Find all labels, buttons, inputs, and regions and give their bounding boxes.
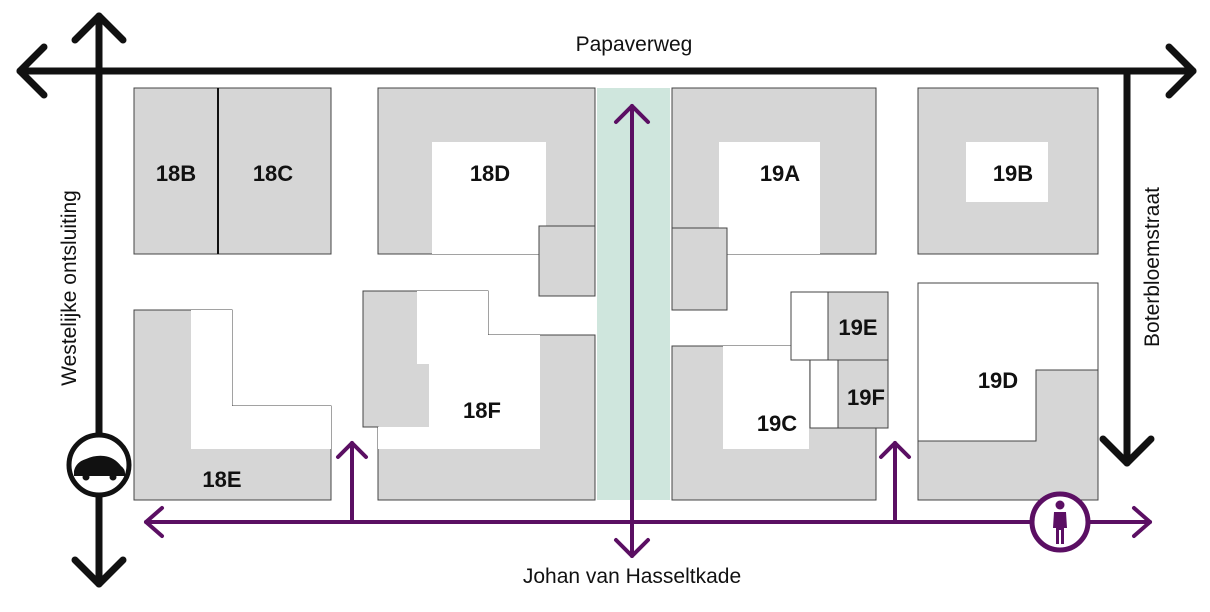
plot-label-18c: 18C (253, 161, 293, 186)
block-18f (362, 290, 596, 501)
courtyard-19c (723, 346, 809, 449)
courtyard-18d (432, 142, 546, 254)
pedestrian-network (144, 104, 1152, 558)
plot-label-19a: 19A (760, 161, 800, 186)
block-19f (809, 359, 889, 429)
arrow-north-west-road (71, 12, 127, 44)
courtyard-19b (966, 142, 1048, 202)
building-18c[interactable] (217, 87, 332, 255)
building-18b[interactable] (133, 87, 219, 255)
plot-label-18b: 18B (156, 161, 196, 186)
plot-label-19c: 19C (757, 411, 797, 436)
pedestrian-icon (1029, 491, 1091, 553)
building-19d-wing (917, 369, 1099, 501)
plot-label-19e: 19E (838, 315, 877, 340)
block-19b (917, 87, 1099, 255)
plot-label-19d: 19D (978, 368, 1018, 393)
block-18b-18c (133, 87, 332, 255)
building-19f-wing (837, 359, 889, 429)
car-icon (66, 432, 132, 498)
street-label-north: Papaverweg (576, 33, 693, 56)
building-18d-wing (538, 225, 596, 297)
street-label-east: Boterbloemstraat (1141, 187, 1164, 347)
block-19d (917, 282, 1099, 501)
arrow-south-west-road (71, 556, 127, 588)
courtyard-18f (378, 291, 540, 449)
plot-label-19b: 19B (993, 161, 1033, 186)
arrow-ped-north (614, 104, 650, 124)
arrow-west (16, 43, 48, 99)
arrow-east (1165, 43, 1197, 99)
arrow-ped-east (1132, 506, 1152, 538)
courtyard-19a (719, 142, 820, 254)
plot-label-18e: 18E (202, 467, 241, 492)
block-18d (377, 87, 596, 297)
arrow-south-east-road (1099, 435, 1155, 467)
plot-label-18f: 18F (463, 398, 501, 423)
block-18e (133, 309, 332, 501)
courtyard-18e (191, 310, 331, 449)
building-19e-wing (827, 291, 889, 361)
arrow-ped-south (614, 538, 650, 558)
plot-label-18d: 18D (470, 161, 510, 186)
street-label-west: Westelijke ontsluiting (58, 190, 81, 386)
arrow-ped-west (144, 506, 164, 538)
arrow-entry-19c (879, 441, 911, 459)
street-label-south: Johan van Hasseltkade (523, 565, 741, 588)
building-19a-wing (671, 227, 728, 311)
plot-label-19f: 19F (847, 385, 885, 410)
block-19a (671, 87, 877, 311)
arrow-entry-18f (336, 441, 368, 459)
